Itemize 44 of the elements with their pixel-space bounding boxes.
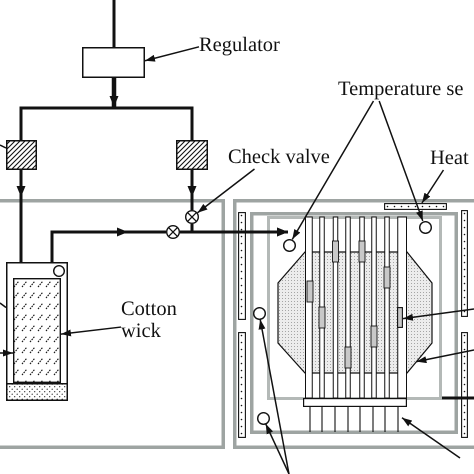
leader-arrow <box>265 424 290 474</box>
sensor-circle <box>282 238 296 252</box>
leader-arrow <box>421 170 444 204</box>
check-valve-symbol <box>185 210 199 224</box>
leader-arrow <box>416 349 474 364</box>
hatched-block <box>6 140 37 170</box>
leader-line <box>0 302 6 308</box>
leader-arrow <box>0 350 13 356</box>
pipe-arrow <box>50 228 166 262</box>
cotton-wick <box>13 278 61 383</box>
enclosure-frame <box>233 199 474 449</box>
leader-line <box>0 144 6 149</box>
regulator-box <box>82 47 145 78</box>
pipe-arrow <box>188 170 196 210</box>
hatched-block <box>176 140 208 170</box>
sensor-circle <box>252 306 266 320</box>
leader-arrow <box>402 308 474 321</box>
leader-arrow <box>60 326 122 336</box>
pipe-line <box>442 396 474 400</box>
callout-label: Cotton wick <box>121 298 185 342</box>
sensor-circle <box>418 220 432 234</box>
callout-label: Check valve <box>228 145 330 169</box>
callout-label: Temperature se <box>338 77 464 101</box>
pipe-arrow <box>190 224 288 236</box>
check-valve-symbol <box>166 225 180 239</box>
leader-arrow <box>258 319 290 474</box>
enclosure-frame <box>0 199 225 449</box>
inner-frame <box>250 212 458 434</box>
callout-label: Regulator <box>199 33 280 57</box>
heater-strip <box>384 203 447 210</box>
pipe-arrow <box>20 78 115 140</box>
plate-pad <box>397 307 403 328</box>
leader-arrow <box>378 100 424 222</box>
test-section-frame <box>267 216 442 400</box>
leader-arrow <box>402 417 460 459</box>
wick-container <box>6 262 68 401</box>
pipe-line <box>112 0 116 47</box>
leader-arrow <box>292 100 374 240</box>
sensor-circle <box>256 412 270 424</box>
leader-arrow <box>144 46 200 62</box>
callout-label: Heat <box>430 146 469 170</box>
pipe-arrow <box>113 78 194 140</box>
leader-arrow <box>197 168 255 214</box>
pipe-arrow <box>16 170 26 262</box>
